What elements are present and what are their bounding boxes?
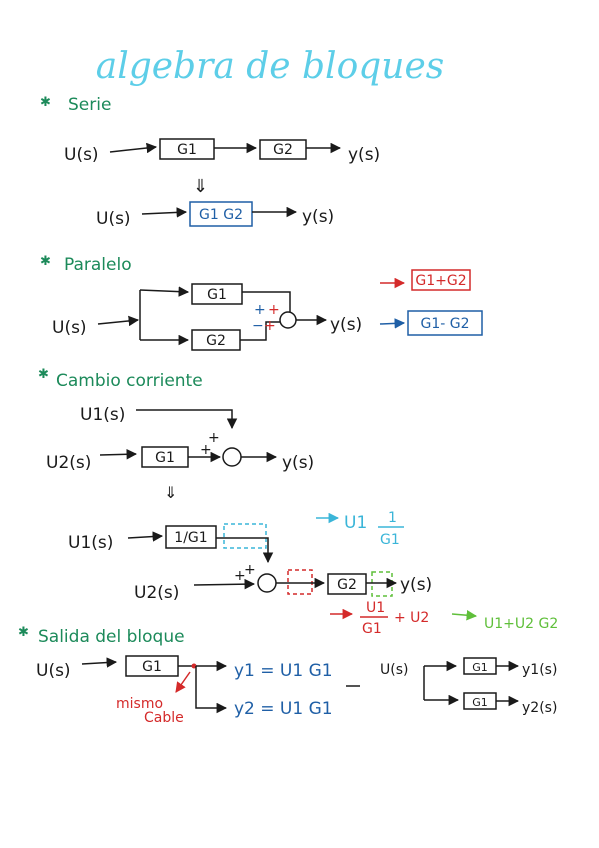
salida-note-arrow [175,671,191,693]
salida-y2-b: y2(s) [522,700,557,716]
cambio-u1-line-2 [216,537,274,564]
section-salida: ✱ Salida del bloque U(s) G1 y1 = U1 G1 y… [18,625,557,726]
paralelo-top-return [242,291,291,312]
section-paralelo: ✱ Paralelo U(s) G1 G2 + + − + y(s) G1+G2… [40,254,483,351]
serie-block-g1g2 [189,201,253,227]
cambio-arrow-u1-2 [127,531,164,542]
section-serie: ✱ Serie U(s) G1 G2 y(s) ⇓ U(s) G1 G2 y(s… [40,95,380,229]
heading-paralelo: Paralelo [64,255,132,275]
cambio-block-inv-g1 [165,525,217,549]
cambio-u1-line [136,409,238,430]
paralelo-branch-top [139,286,190,297]
summing-junction [279,311,297,329]
paralelo-g1-label: G1 [207,287,227,303]
cambio-note-lime: U1+U2 G2 [484,616,558,632]
serie-input-label-2: U(s) [96,209,131,229]
cambio-arrow-u2-2 [193,578,256,590]
salida-input-label: U(s) [36,661,71,681]
heading-serie: Serie [68,95,111,115]
down-arrow-icon: ⇓ [193,176,208,197]
bullet-icon: ✱ [18,625,29,640]
paralelo-result-blue-label: G1- G2 [420,316,469,332]
cambio-note-u1: U1 [344,513,367,533]
cambio-sign-top-2: + [244,562,256,578]
salida-y1-eq: y1 = U1 G1 [234,661,333,681]
paralelo-sign-plus-b: + [268,302,280,318]
serie-output-label-2: y(s) [302,207,334,227]
cambio-inv-g1-label: 1/G1 [174,530,207,546]
paralelo-g2-label: G2 [206,333,226,349]
salida-arrow-in [81,657,118,668]
salida-arrow-y2 [195,666,228,714]
cambio-highlight-lime [371,571,393,597]
salida-g1-label: G1 [142,659,162,675]
paralelo-result-blue [407,310,483,336]
salida-note-1: mismo [116,696,163,712]
section-cambio: ✱ Cambio corriente U1(s) + U2(s) G1 + y(… [38,367,558,637]
serie-arrow-in-2 [141,207,188,218]
cambio-arrow-u2 [99,449,138,460]
cambio-sign-top: + [208,430,220,446]
cambio-note-red-rest: + U2 [394,610,429,626]
salida-y1-b: y1(s) [522,662,557,678]
cambio-note-red-den: G1 [362,621,382,637]
salida-input-label-2: U(s) [380,662,408,678]
cambio-highlight-cyan [223,523,267,549]
cambio-u2-label: U2(s) [46,453,91,473]
paralelo-bot-return [240,321,280,341]
serie-arrow-in [109,142,158,154]
cambio-u2-label-2: U2(s) [134,583,179,603]
salida-note-2: Cable [144,710,184,726]
paralelo-sign-minus: − [252,318,264,334]
paralelo-result-red-label: G1+G2 [415,273,466,289]
cambio-sign-left: + [200,442,212,458]
paralelo-output-label: y(s) [330,315,362,335]
page-title: algebra de bloques [96,46,445,87]
cambio-g2-label: G2 [337,577,357,593]
bullet-icon: ✱ [40,254,51,269]
cambio-note-frac-num: 1 [388,510,397,526]
paralelo-sign-plus-c: + [264,318,276,334]
salida-g1-b-label: G1 [472,661,488,674]
cambio-block-g2 [327,573,367,595]
heading-salida: Salida del bloque [38,627,185,647]
salida-y2-eq: y2 = U1 G1 [234,699,333,719]
serie-block-g2 [259,139,307,160]
down-arrow-icon: ⇓ [164,483,177,502]
serie-input-label: U(s) [64,145,99,165]
salida-g1-c-label: G1 [472,696,488,709]
bullet-icon: ✱ [40,95,51,110]
serie-g1-label: G1 [177,142,197,158]
serie-block-g1 [159,138,215,160]
paralelo-input-label: U(s) [52,318,87,338]
serie-g2-label: G2 [273,142,293,158]
cambio-note-frac-den: G1 [380,532,400,548]
cambio-sign-left-2: + [234,568,246,584]
summing-junction [222,447,242,467]
summing-junction [257,573,277,593]
cambio-note-arrow-lime [451,609,478,621]
serie-output-label: y(s) [348,145,380,165]
paralelo-note-arrow-blue [379,318,406,329]
paralelo-result-red [411,269,471,291]
paralelo-sign-plus-a: + [254,302,266,318]
paralelo-arrow-in [97,315,140,327]
serie-g1g2-label: G1 G2 [199,207,243,223]
cambio-highlight-red [287,569,313,595]
cambio-g1-label: G1 [155,450,175,466]
cambio-output-label: y(s) [282,453,314,473]
cambio-u1-label-2: U1(s) [68,533,113,553]
cambio-output-label-2: y(s) [400,575,432,595]
paralelo-block-g1 [191,283,243,305]
cambio-u1-label: U1(s) [80,405,125,425]
cambio-note-red-num: U1 [366,600,385,616]
heading-cambio: Cambio corriente [56,371,203,391]
bullet-icon: ✱ [38,367,49,382]
